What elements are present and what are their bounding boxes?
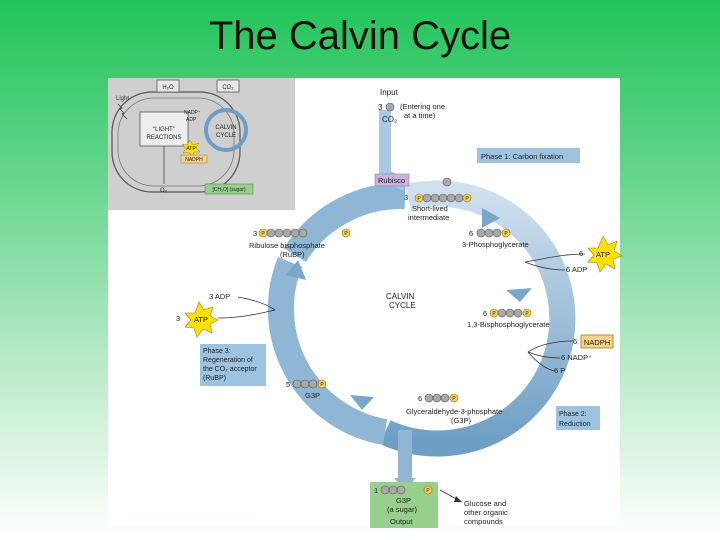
inset-o2-label: O₂ <box>160 188 168 194</box>
phase3-box <box>200 344 266 386</box>
phase3-label-3: the CO₂ acceptor <box>203 366 257 373</box>
inset-adp-label: ADP <box>186 117 197 123</box>
short-label-1: Short-lived <box>412 204 448 213</box>
chloroplast-inset <box>108 78 295 210</box>
inset-h2o-label: H₂O <box>162 85 174 91</box>
output-group: 1 P G3P (a sugar) Output Glucose and oth… <box>370 482 508 528</box>
inset-chloroplast: H₂O CO₂ Light “LIGHT” REACTIONS CALVIN C… <box>111 79 254 195</box>
g3p-left-count: 5 <box>286 380 290 389</box>
output-count: 1 <box>374 486 378 495</box>
nadph-label: NADPH <box>584 338 610 347</box>
arrowhead-phase1 <box>482 208 500 228</box>
inset-co2-label: CO₂ <box>222 85 234 91</box>
co2-label: CO₂ <box>382 115 397 124</box>
output-label-1: G3P <box>396 496 411 505</box>
inset-light-reactions-2: REACTIONS <box>146 135 181 141</box>
inset-sugar-label: [CH₂O] (sugar) <box>212 187 245 193</box>
arrowhead-g3p <box>350 395 374 410</box>
nadp-out-label: 6 NADP⁺ <box>561 353 592 362</box>
rubp-label-2: (RuBP) <box>280 250 305 259</box>
input-count: 3 <box>378 103 383 112</box>
phosphoglycerate: 6 P 3-Phosphoglycerate <box>462 228 529 249</box>
atp-left-count: 3 <box>176 314 180 323</box>
short-label-2: intermediate <box>408 213 449 222</box>
glucose-label-3: compounds <box>464 517 503 526</box>
atp-burst-right <box>587 235 623 273</box>
short-p-2: P <box>465 196 469 202</box>
phase2-box <box>556 406 600 430</box>
rubp-count: 3 <box>253 229 257 238</box>
bpg-p-2: P <box>525 311 529 317</box>
rubisco-box <box>374 173 410 187</box>
phase1-box <box>477 148 580 163</box>
atp-input-left: 3 ADP 3 ATP <box>176 292 276 338</box>
adp-left-label: 3 ADP <box>209 292 230 301</box>
phase3-label-4: (RuBP) <box>203 375 226 382</box>
cycle-ring <box>267 110 576 490</box>
inset-atp-label: ATP <box>186 146 196 152</box>
atp-burst-left <box>184 301 219 338</box>
pi-out-label: 6 P <box>554 366 565 375</box>
nadph-count: 6 <box>573 337 577 346</box>
atp-left-label: ATP <box>194 315 208 324</box>
glucose-label-1: Glucose and <box>464 499 506 508</box>
calvin-label-1: CALVIN <box>386 292 415 301</box>
inset-light-reactions-1: “LIGHT” <box>153 127 175 133</box>
rubp-label-1: Ribulose bisphosphate <box>249 241 325 250</box>
g3p-left-label: G3P <box>305 391 320 400</box>
phase3-label-1: Phase 3: <box>203 348 231 355</box>
output-label-3: Output <box>390 517 413 526</box>
bisphosphoglycerate: 6 P P 1,3-Bisphosphoglycerate <box>467 308 550 329</box>
arrowhead-regen <box>286 260 306 280</box>
nadph-box <box>580 334 614 349</box>
rubp-p-2: P <box>344 231 348 237</box>
slide-title: The Calvin Cycle <box>208 14 512 58</box>
inset-calvin-1: CALVIN <box>215 125 236 131</box>
short-p-1: P <box>417 196 421 202</box>
calvin-label-2: CYCLE <box>389 301 416 310</box>
bpg-p-1: P <box>492 311 496 317</box>
phase3-label-2: Regeneration of <box>203 357 253 364</box>
output-p: P <box>426 488 430 494</box>
g3p-main-p: P <box>452 396 456 402</box>
atp-right-label: ATP <box>596 250 610 259</box>
inset-calvin-2: CYCLE <box>216 133 236 139</box>
short-lived-intermediate: 3 P P Short-lived intermediate <box>404 177 472 222</box>
adp-out-label: 6 ADP <box>566 265 587 274</box>
short-count: 3 <box>404 193 408 202</box>
pga-count: 6 <box>469 229 473 238</box>
atp-in-count: 6 <box>579 249 583 258</box>
inset-nadp-label: NADP⁺ <box>184 110 201 116</box>
g3p-main-label-2: (G3P) <box>451 416 472 425</box>
rubisco-label: Rubisco <box>378 176 405 185</box>
inset-light-label: Light <box>116 96 129 102</box>
pga-p: P <box>504 231 508 237</box>
g3p-main-count: 6 <box>418 394 422 403</box>
bpg-label: 1,3-Bisphosphoglycerate <box>467 320 550 329</box>
g3p-left-p: P <box>320 382 324 388</box>
g3p-main-label-1: Glyceraldehyde-3-phosphate <box>406 407 502 416</box>
phase2-label-2: Reduction <box>559 421 591 428</box>
arrowhead-reduction <box>506 288 532 302</box>
phase1-label: Phase 1: Carbon fixation <box>481 152 563 161</box>
nadph-input: 6 NADPH 6 NADP⁺ 6 P <box>527 334 614 375</box>
inset-nadph-label: NADPH <box>185 157 203 163</box>
pga-label: 3-Phosphoglycerate <box>462 240 529 249</box>
g3p-main: 6 P Glyceraldehyde-3-phosphate (G3P) <box>406 393 502 425</box>
rubp: 3 P P Ribulose bisphosphate (RuBP) <box>249 228 351 259</box>
phase2-label-1: Phase 2: <box>559 411 587 418</box>
atp-input-right: 6 ATP 6 ADP <box>524 235 623 274</box>
rubp-p-1: P <box>261 231 265 237</box>
glucose-label-2: other organic <box>464 508 508 517</box>
entering-label-1: (Entering one <box>400 102 445 111</box>
input-group: Input 3 (Entering one at a time) CO₂ <box>378 88 445 124</box>
entering-label-2: at a time) <box>404 111 436 120</box>
output-label-2: (a sugar) <box>387 505 418 514</box>
input-label: Input <box>380 88 399 97</box>
bpg-count: 6 <box>483 309 487 318</box>
g3p-left: 5 P G3P <box>286 379 327 400</box>
